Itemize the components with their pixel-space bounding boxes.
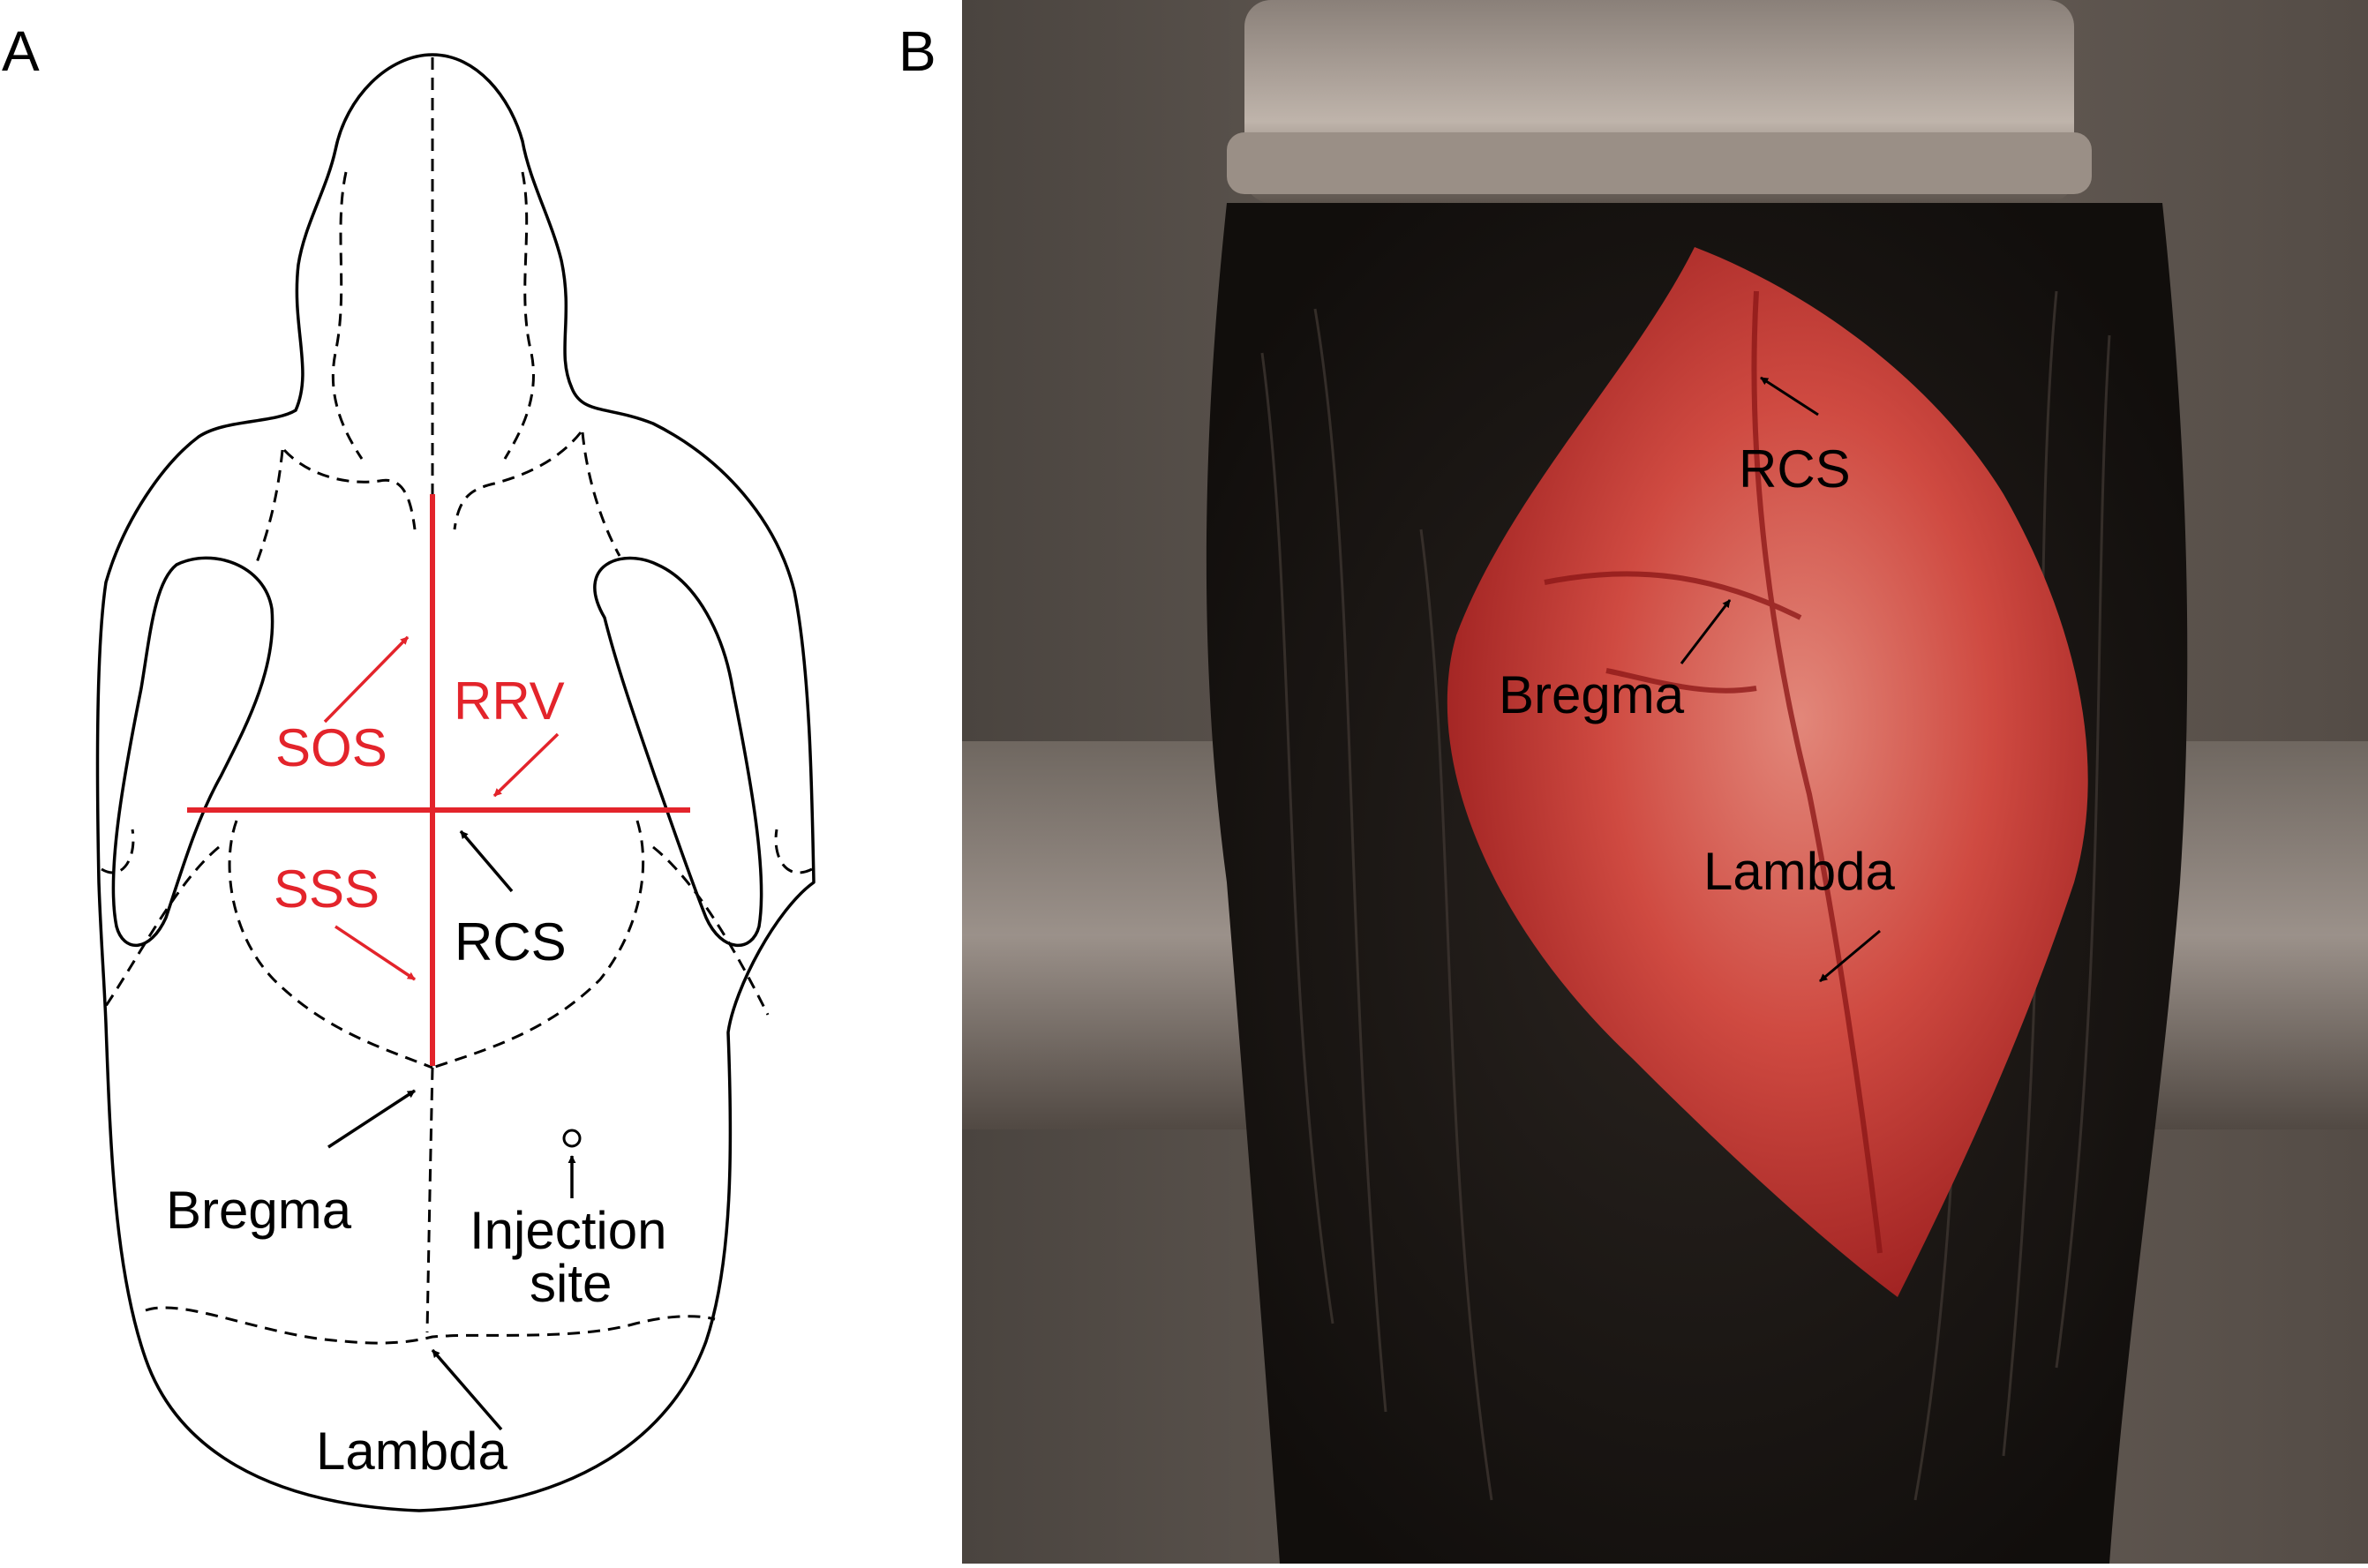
rcs-label: RCS	[455, 912, 567, 972]
surgical-photograph-panel: RCS Bregma Lambda	[962, 0, 2368, 1564]
photo-lambda-label: Lambda	[1703, 842, 1895, 901]
exposed-skull	[1447, 247, 2088, 1297]
frontal-anterior-suture	[282, 448, 417, 530]
rrv-label: RRV	[454, 671, 565, 731]
photo-lambda-arrow	[1819, 929, 1881, 983]
bregma-arrow	[327, 1089, 416, 1149]
photo-rcs-label: RCS	[1739, 439, 1851, 499]
frontal-anterior-suture-right	[453, 431, 583, 530]
skull-outline	[95, 53, 816, 1512]
photo-bregma-arrow	[1680, 599, 1732, 664]
panel-a-letter: A	[2, 19, 40, 83]
injection-site-label-line2: site	[530, 1254, 612, 1313]
sagittal-suture	[425, 1067, 434, 1333]
photo-bregma-label: Bregma	[1499, 665, 1685, 724]
photo-rcs-arrow	[1760, 376, 1819, 416]
temporal-right-suture	[774, 829, 813, 874]
injection-site-marker	[562, 1129, 582, 1148]
lambda-label: Lambda	[316, 1422, 507, 1481]
left-lateral-suture	[254, 449, 284, 566]
panel-b-letter: B	[898, 19, 936, 83]
bregma-label: Bregma	[166, 1181, 352, 1240]
right-lateral-suture	[581, 431, 621, 557]
sutures	[101, 57, 813, 1345]
lambdoid-suture	[145, 1306, 716, 1345]
skull-schematic-svg: SOS RRV SSS RCS Bregma Injection site La…	[95, 53, 816, 1512]
temporal-left-suture	[101, 829, 135, 874]
coronal-right-suture	[432, 820, 645, 1069]
skull-vessels	[1544, 290, 1883, 1254]
left-orbit	[111, 556, 274, 948]
venous-sinuses	[187, 494, 690, 1066]
right-orbit	[593, 556, 763, 948]
right-squamosal-suture	[652, 845, 770, 1016]
sos-arrow	[323, 635, 410, 724]
left-squamosal-suture	[104, 845, 220, 1007]
nasal-right-suture	[503, 171, 535, 460]
sss-arrow	[335, 925, 416, 981]
sss-label: SSS	[274, 859, 380, 919]
rrv-arrow	[492, 732, 560, 798]
injection-site-label-line1: Injection	[470, 1201, 666, 1260]
surgical-photo-svg: RCS Bregma Lambda	[962, 0, 2368, 1564]
rcs-arrow	[459, 829, 514, 893]
lambda-arrow	[431, 1348, 503, 1431]
sos-label: SOS	[275, 718, 387, 777]
coronal-left-suture	[228, 820, 433, 1069]
skull-schematic-panel: SOS RRV SSS RCS Bregma Injection site La…	[0, 0, 962, 1564]
nose-cone-rim	[1227, 132, 2092, 194]
nasal-left-suture	[331, 171, 364, 460]
